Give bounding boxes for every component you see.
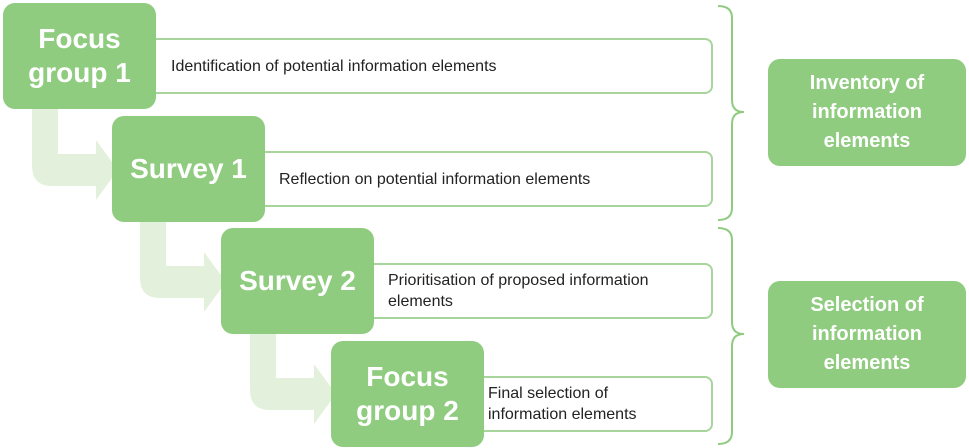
step-3-title: Survey 2: [239, 265, 356, 296]
phase-selection-box: Selection of information elements: [768, 281, 966, 388]
step-4-title: Focus group 2: [356, 361, 459, 426]
bracket-selection: [717, 227, 745, 445]
step-4-box: Focus group 2: [331, 341, 484, 447]
step-1-description: Identification of potential information …: [171, 57, 497, 75]
phase-inventory-label: Inventory of information elements: [809, 72, 925, 152]
connector-arrow-3: [250, 332, 336, 424]
phase-inventory-box: Inventory of information elements: [768, 59, 966, 166]
step-1-title: Focus group 1: [28, 23, 131, 88]
step-2-box: Survey 1: [112, 116, 265, 222]
step-2-description-box: Reflection on potential information elem…: [248, 151, 713, 207]
step-1-description-box: Identification of potential information …: [140, 38, 713, 94]
bracket-inventory: [717, 5, 745, 221]
step-3-description: Prioritisation of proposed information e…: [388, 272, 649, 310]
step-3-box: Survey 2: [221, 228, 374, 334]
connector-arrow-1: [32, 108, 118, 200]
step-4-description-box: Final selection of information elements: [466, 376, 713, 432]
step-2-title: Survey 1: [130, 153, 247, 184]
step-4-description: Final selection of information elements: [488, 385, 637, 423]
step-2-description: Reflection on potential information elem…: [279, 170, 591, 188]
connector-arrow-2: [140, 220, 226, 312]
step-1-box: Focus group 1: [3, 3, 156, 109]
phase-selection-label: Selection of information elements: [810, 294, 924, 374]
step-3-description-box: Prioritisation of proposed information e…: [357, 263, 713, 319]
